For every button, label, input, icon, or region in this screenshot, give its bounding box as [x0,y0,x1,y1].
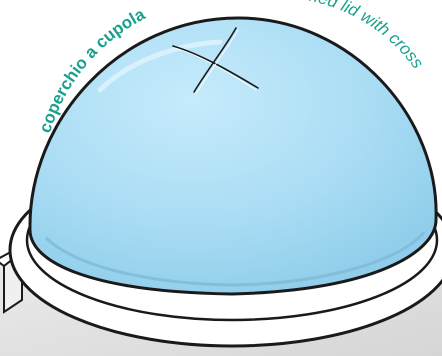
domed-lid-illustration: coperchio a cupola domed lid with cross [0,0,442,356]
illustration-stage: coperchio a cupola domed lid with cross [0,0,442,356]
